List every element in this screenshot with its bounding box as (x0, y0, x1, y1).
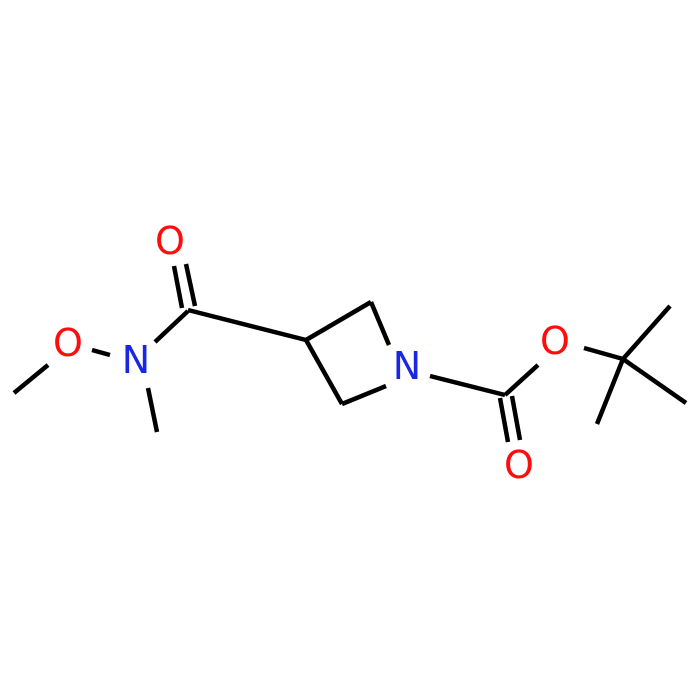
bond-ester-o-tert-c (583, 345, 624, 362)
bond-methyl-methoxy-o (12, 363, 50, 395)
bond-c2-n1 (368, 301, 392, 346)
bond-carbonyl-double-2 (183, 263, 198, 307)
atom-o-ester: O (540, 319, 570, 363)
bond-boc-double-1 (497, 397, 511, 443)
atom-o-carbonyl-amide: O (155, 219, 185, 263)
bond-amide-n-methyl (145, 387, 160, 433)
bond-boc-double-2 (509, 395, 523, 441)
bond-boc-c-ester-o (503, 363, 540, 397)
bond-methoxy-o-amide-n (91, 347, 111, 358)
bond-carbonyl-c-c3 (187, 307, 307, 343)
bond-tert-c-methyl-right (621, 357, 688, 405)
atom-n-amide: N (122, 338, 150, 382)
bond-tert-c-methyl-bottom (594, 358, 626, 425)
atom-n-azetidine: N (393, 344, 421, 388)
bond-amide-n-carbonyl-c (153, 309, 190, 344)
bond-carbonyl-double-1 (171, 265, 185, 309)
bond-n1-boc-c (429, 373, 506, 398)
bond-tert-c-methyl-top (621, 304, 672, 361)
bonds (12, 263, 688, 443)
bond-n1-c4 (341, 383, 387, 407)
atom-labels: O O N N O O (53, 219, 570, 487)
atom-o-methoxy: O (53, 321, 83, 365)
bond-c3-c2 (304, 300, 373, 342)
bond-c4-c3 (304, 338, 344, 406)
atom-o-carbonyl-boc: O (504, 443, 534, 487)
